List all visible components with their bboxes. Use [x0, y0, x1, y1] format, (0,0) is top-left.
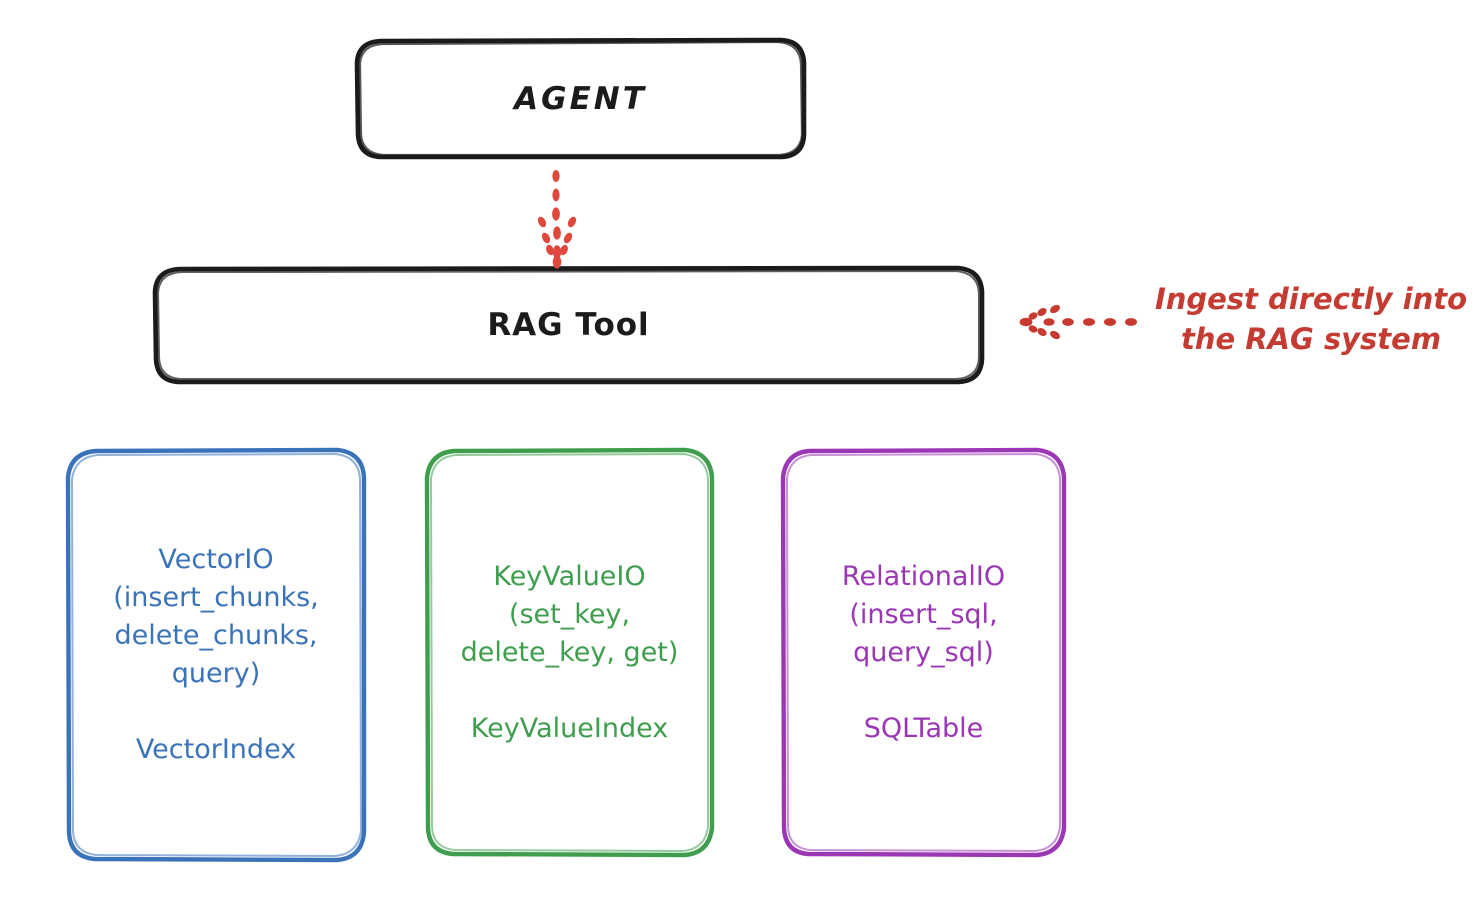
vector-card-outline	[65, 447, 367, 863]
key-value-io-title: KeyValueIO (set_key, delete_key, get)	[460, 560, 679, 668]
relational-io-card[interactable]: RelationalIO (insert_sql, query_sql) SQL…	[783, 450, 1064, 855]
relational-card-outline	[780, 447, 1067, 858]
rag-tool-label: RAG Tool	[487, 307, 650, 343]
ingest-annotation: Ingest directly into the RAG system	[1154, 282, 1468, 356]
agent-node[interactable]: AGENT	[357, 40, 804, 157]
keyvalue-card-outline	[424, 447, 715, 858]
sql-table-label: SQLTable	[863, 712, 984, 744]
ingest-to-rag-arrow	[1019, 304, 1137, 340]
agent-box-outline	[354, 37, 807, 160]
vector-io-title: VectorIO (insert_chunks, delete_chunks, …	[113, 544, 319, 689]
vector-io-card[interactable]: VectorIO (insert_chunks, delete_chunks, …	[68, 450, 364, 860]
relational-io-title: RelationalIO (insert_sql, query_sql)	[841, 560, 1006, 668]
key-value-io-card[interactable]: KeyValueIO (set_key, delete_key, get) Ke…	[427, 450, 712, 855]
rag-tool-box-outline	[152, 265, 985, 385]
rag-tool-node[interactable]: RAG Tool	[155, 268, 982, 382]
agent-label: AGENT	[514, 80, 647, 117]
agent-to-rag-arrow	[537, 170, 577, 269]
key-value-index-label: KeyValueIndex	[470, 712, 669, 744]
vector-index-label: VectorIndex	[135, 734, 297, 765]
